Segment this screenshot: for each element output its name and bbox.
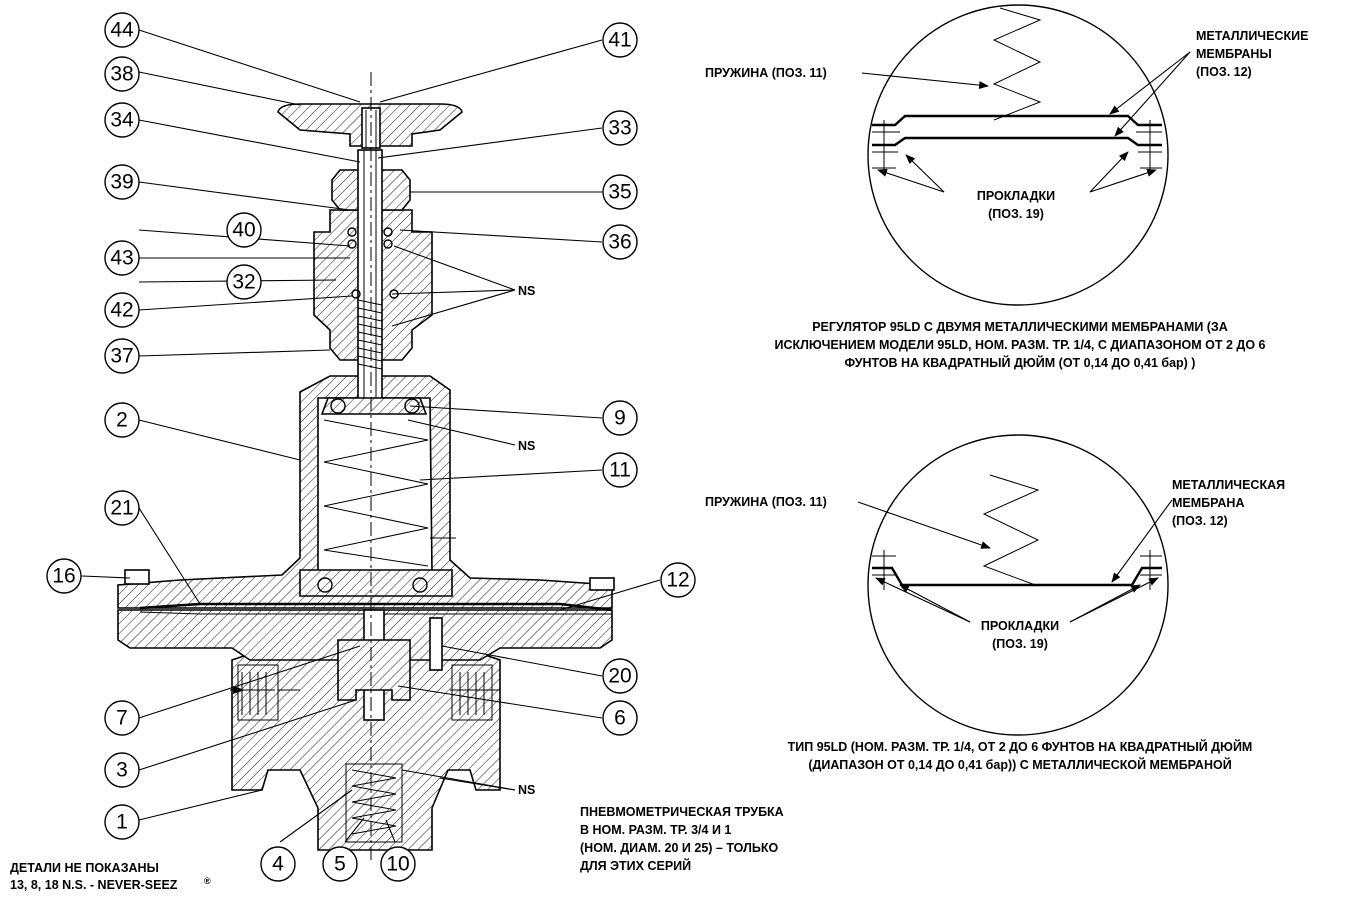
callout-3: 3 <box>104 752 140 788</box>
gasket-label-top: ПРОКЛАДКИ <box>977 189 1055 203</box>
svg-text:5: 5 <box>334 853 346 876</box>
svg-text:3: 3 <box>116 759 128 782</box>
caption-bottom: ТИП 95LD (НОМ. РАЗМ. ТР. 1/4, ОТ 2 ДО 6 … <box>788 739 1253 754</box>
callout-1: 1 <box>104 804 140 840</box>
svg-text:(НОМ. ДИАМ. 20 И 25) – ТОЛЬКО: (НОМ. ДИАМ. 20 И 25) – ТОЛЬКО <box>580 841 778 855</box>
svg-text:10: 10 <box>386 853 409 876</box>
gasket-label-bottom: ПРОКЛАДКИ <box>981 619 1059 633</box>
pitot-tube-note: ПНЕВМОМЕТРИЧЕСКАЯ ТРУБКА В НОМ. РАЗМ. ТР… <box>580 805 784 873</box>
callout-16: 16 <box>46 558 82 594</box>
svg-text:43: 43 <box>110 247 133 270</box>
svg-text:В НОМ. РАЗМ. ТР. 3/4 И 1: В НОМ. РАЗМ. ТР. 3/4 И 1 <box>580 823 731 837</box>
svg-text:20: 20 <box>608 665 631 688</box>
svg-text:ДЕТАЛИ НЕ ПОКАЗАНЫ: ДЕТАЛИ НЕ ПОКАЗАНЫ <box>10 861 159 875</box>
svg-text:32: 32 <box>232 271 255 294</box>
detail-two-diaphragms: ПРУЖИНА (ПОЗ. 11) МЕТАЛЛИЧЕСКИЕ МЕМБРАНЫ… <box>705 4 1308 370</box>
svg-text:40: 40 <box>232 219 255 242</box>
svg-text:4: 4 <box>272 853 284 876</box>
svg-text:16: 16 <box>52 565 75 588</box>
svg-text:38: 38 <box>110 63 133 86</box>
diaphragm-label-top: МЕМБРАНЫ <box>1196 47 1272 61</box>
diaphragm-label-bottom: МЕМБРАНА <box>1172 496 1244 510</box>
callout-41: 41 <box>602 22 638 58</box>
caption-top: ИСКЛЮЧЕНИЕМ МОДЕЛИ 95LD, НОМ. РАЗМ. ТР. … <box>775 338 1266 352</box>
svg-text:36: 36 <box>608 231 631 254</box>
callout-32: 32 <box>226 264 262 300</box>
diaphragm-label-top: (ПОЗ. 12) <box>1196 65 1252 79</box>
registered-mark: ® <box>204 876 211 886</box>
spring-label-top: ПРУЖИНА (ПОЗ. 11) <box>705 66 827 80</box>
svg-text:39: 39 <box>110 171 133 194</box>
callout-12: 12 <box>660 562 696 598</box>
svg-text:44: 44 <box>110 19 134 42</box>
diaphragm-label-bottom: МЕТАЛЛИЧЕСКАЯ <box>1172 478 1285 492</box>
spring-label-bottom: ПРУЖИНА (ПОЗ. 11) <box>705 495 827 509</box>
detail-one-diaphragm: ПРУЖИНА (ПОЗ. 11) МЕТАЛЛИЧЕСКАЯ МЕМБРАНА… <box>705 434 1285 772</box>
svg-text:6: 6 <box>614 707 626 730</box>
callout-11: 11 <box>602 452 638 488</box>
svg-text:13, 8, 18 N.S. - NEVER-SEEZ: 13, 8, 18 N.S. - NEVER-SEEZ <box>10 878 178 892</box>
callout-36: 36 <box>602 224 638 260</box>
callout-21: 21 <box>104 490 140 526</box>
gasket-label-bottom: (ПОЗ. 19) <box>992 637 1048 651</box>
caption-bottom: (ДИАПАЗОН ОТ 0,14 ДО 0,41 бар)) С МЕТАЛЛ… <box>808 757 1231 772</box>
callout-9: 9 <box>602 400 638 436</box>
callout-42: 42 <box>104 292 140 328</box>
caption-top: ФУНТОВ НА КВАДРАТНЫЙ ДЮЙМ (ОТ 0,14 ДО 0,… <box>845 355 1196 370</box>
callout-bubbles: 44 41 38 33 34 35 39 36 40 43 32 42 37 9… <box>46 12 696 882</box>
svg-text:9: 9 <box>614 407 626 430</box>
svg-text:11: 11 <box>609 459 631 482</box>
inlet-port <box>237 664 279 721</box>
callout-37: 37 <box>104 338 140 374</box>
callout-7: 7 <box>104 700 140 736</box>
svg-text:35: 35 <box>608 181 631 204</box>
callout-35: 35 <box>602 174 638 210</box>
diaphragm-line <box>139 602 613 612</box>
caption-top: РЕГУЛЯТОР 95LD С ДВУМЯ МЕТАЛЛИЧЕСКИМИ МЕ… <box>812 320 1228 334</box>
svg-text:1: 1 <box>116 811 128 834</box>
spring-coil <box>323 419 429 567</box>
svg-text:21: 21 <box>110 497 133 520</box>
svg-text:ПНЕВМОМЕТРИЧЕСКАЯ ТРУБКА: ПНЕВМОМЕТРИЧЕСКАЯ ТРУБКА <box>580 805 784 819</box>
regulator-cross-section <box>117 72 615 860</box>
svg-text:ДЛЯ ЭТИХ СЕРИЙ: ДЛЯ ЭТИХ СЕРИЙ <box>580 858 691 873</box>
svg-text:12: 12 <box>666 569 689 592</box>
callout-38: 38 <box>104 56 140 92</box>
ns-label: NS <box>518 284 535 298</box>
callout-10: 10 <box>380 846 416 882</box>
callout-40: 40 <box>226 212 262 248</box>
leader-lines <box>81 29 661 843</box>
ns-label: NS <box>518 439 535 453</box>
svg-text:37: 37 <box>110 345 133 368</box>
callout-33: 33 <box>602 110 638 146</box>
svg-text:2: 2 <box>116 409 128 432</box>
svg-text:34: 34 <box>110 109 134 132</box>
parts-not-shown-note: ДЕТАЛИ НЕ ПОКАЗАНЫ 13, 8, 18 N.S. - NEVE… <box>10 861 211 892</box>
callout-44: 44 <box>104 12 140 48</box>
ns-label: NS <box>518 783 535 797</box>
gasket-label-top: (ПОЗ. 19) <box>988 207 1044 221</box>
svg-text:42: 42 <box>110 299 133 322</box>
callout-20: 20 <box>602 658 638 694</box>
callout-34: 34 <box>104 102 140 138</box>
svg-text:7: 7 <box>116 707 128 730</box>
callout-39: 39 <box>104 164 140 200</box>
diaphragm-label-top: МЕТАЛЛИЧЕСКИЕ <box>1196 29 1308 43</box>
callout-5: 5 <box>322 846 358 882</box>
callout-2: 2 <box>104 402 140 438</box>
svg-text:33: 33 <box>608 117 631 140</box>
callout-43: 43 <box>104 240 140 276</box>
outlet-port <box>451 664 493 721</box>
callout-4: 4 <box>260 846 296 882</box>
callout-6: 6 <box>602 700 638 736</box>
svg-text:41: 41 <box>608 29 631 52</box>
diaphragm-label-bottom: (ПОЗ. 12) <box>1172 514 1228 528</box>
